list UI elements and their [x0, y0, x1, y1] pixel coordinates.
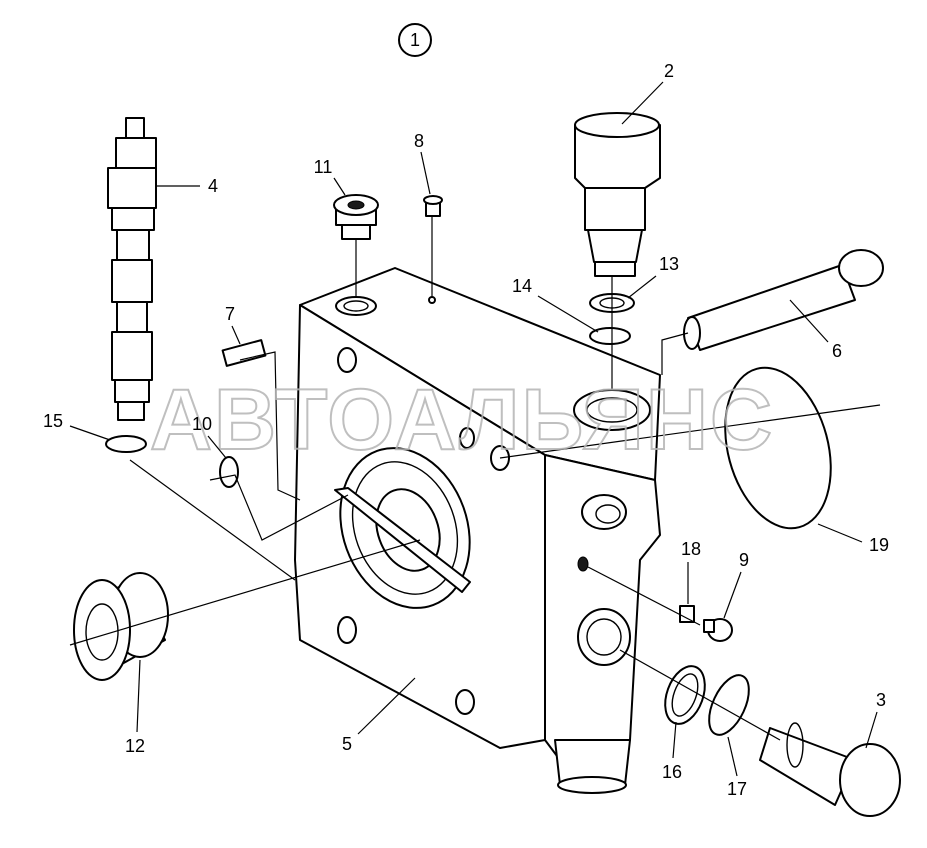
valve-part-2 [574, 112, 661, 277]
bolt-part-6 [683, 249, 884, 351]
part-label-16: 16 [662, 762, 682, 782]
oring-part-15 [105, 435, 147, 453]
part-labels: 2 3 4 5 6 7 8 9 10 11 12 13 14 15 16 17 [43, 61, 889, 799]
watermark-text: АВТОАЛЬЯНС [150, 372, 774, 468]
assembly-axes [69, 216, 881, 741]
part-label-10: 10 [192, 414, 212, 434]
part-label-11: 11 [314, 157, 333, 177]
part-label-4: 4 [208, 176, 218, 196]
part-label-8: 8 [414, 131, 424, 151]
part-label-14: 14 [512, 276, 532, 296]
oring-part-10 [219, 456, 239, 488]
part-label-19: 19 [869, 535, 889, 555]
plug-part-11 [333, 194, 379, 240]
part-label-9: 9 [739, 550, 749, 570]
screw-part-8 [423, 195, 443, 217]
part-label-7: 7 [225, 304, 235, 324]
part-label-18: 18 [681, 539, 701, 559]
valve-part-3 [759, 722, 901, 817]
group-number: 1 [410, 30, 420, 50]
oring-part-14 [589, 327, 631, 345]
bearing-part-12 [73, 572, 169, 681]
oring-part-16 [664, 665, 706, 725]
part-label-6: 6 [832, 341, 842, 361]
part-label-17: 17 [727, 779, 747, 799]
part-label-15: 15 [43, 411, 63, 431]
group-number-callout: 1 [398, 23, 432, 57]
part-label-2: 2 [664, 61, 674, 81]
part-label-12: 12 [125, 736, 145, 756]
pin-part-7 [221, 339, 267, 367]
part-label-3: 3 [876, 690, 886, 710]
gasket-part-19 [724, 366, 832, 530]
plug-part-9 [703, 618, 733, 642]
oring-part-17 [708, 674, 750, 736]
screw-part-18 [679, 605, 695, 623]
housing-part-5 [294, 267, 661, 794]
valve-part-4 [107, 117, 157, 421]
part-label-13: 13 [659, 254, 679, 274]
part-label-5: 5 [342, 734, 352, 754]
